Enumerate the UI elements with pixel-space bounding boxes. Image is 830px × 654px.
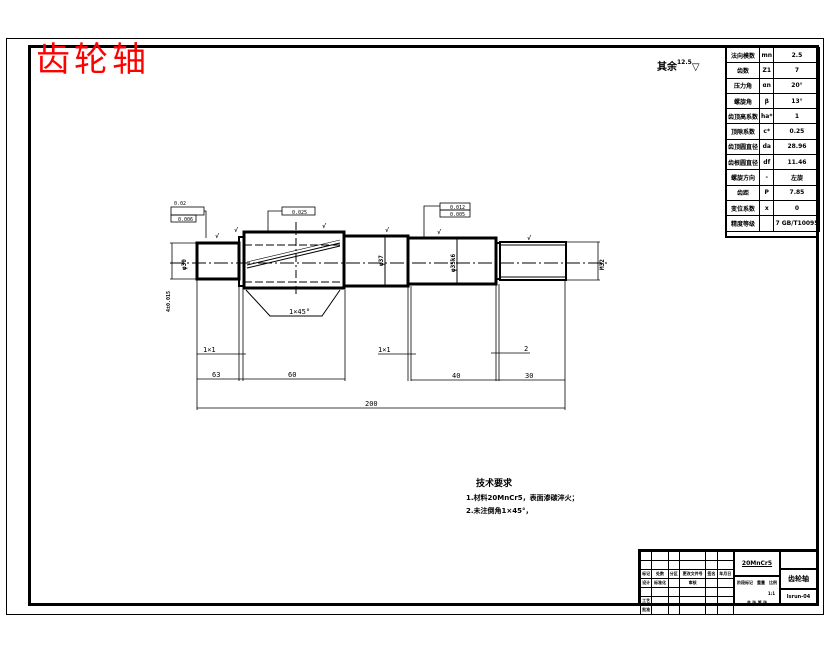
roughness-note-label: 其余: [657, 62, 677, 73]
dim-dia-left: φ30: [181, 259, 188, 270]
revision-grid: 标记处数分区更改文件号签名年月日 设计标准化审核 工艺 批准: [639, 551, 735, 615]
material-field: 20MnCr5: [734, 551, 780, 576]
tol-left-flatness: 0.006: [178, 217, 193, 223]
stage-weight-scale: 阶段标记 重量 比例 1:1 共 张 第 张: [734, 576, 780, 605]
dim-len-total: 200: [365, 400, 378, 408]
dim-len-thread: 30: [525, 372, 533, 380]
svg-text:√: √: [215, 233, 220, 240]
dim-thread: M32: [599, 259, 606, 270]
svg-text:√: √: [385, 227, 390, 234]
left-journal: [195, 241, 241, 281]
tol-left-runout: 0.02: [174, 201, 186, 207]
technical-requirements: 技术要求 1.材料20MnCr5，表面渗碳淬火； 2.未注倒角1×45°，: [466, 478, 579, 518]
gear-section: [242, 230, 346, 290]
svg-text:√: √: [527, 235, 532, 242]
svg-text:√: √: [437, 229, 442, 236]
dim-gear-chamfer: 1×45°: [289, 308, 310, 316]
tech-req-item-2: 2.未注倒角1×45°，: [466, 507, 533, 515]
parameter-row: 精度等级 7 GB/T10095: [725, 215, 821, 232]
part-name-field: 齿轮轴: [780, 569, 817, 589]
parameter-symbol: [758, 215, 775, 232]
svg-text:√: √: [322, 223, 327, 230]
parameter-value: 7 GB/T10095: [773, 215, 821, 232]
gear-tooth-profile: [245, 289, 341, 317]
tech-req-heading: 技术要求: [476, 479, 513, 489]
general-roughness-note: 其余12.5▽: [657, 58, 700, 73]
dim-len-gear: 60: [288, 371, 296, 379]
dim-chamfer-right: 2: [524, 345, 528, 353]
tol-right-runout: 0.012: [450, 205, 465, 211]
roughness-note-value: 12.5: [677, 59, 692, 66]
parameter-name: 精度等级: [725, 215, 761, 232]
dim-chamfer-left: 1×1: [203, 346, 216, 354]
tol-right-flatness: 0.005: [450, 212, 465, 218]
dim-chamfer-mid: 1×1: [378, 346, 391, 354]
thread-section: [499, 241, 567, 281]
dim-len-bearing: 40: [452, 372, 460, 380]
middle-shoulder: [342, 234, 410, 288]
title-block: 标记处数分区更改文件号签名年月日 设计标准化审核 工艺 批准 20MnCr5 阶…: [638, 549, 817, 615]
dim-len-left: 63: [212, 371, 220, 379]
drawing-title: 齿轮轴: [36, 40, 150, 80]
dim-keyway: 4±0.015: [166, 291, 172, 312]
parameter-symbol: df: [758, 154, 775, 171]
outer-border: [6, 38, 824, 615]
tol-gear-runout: 0.025: [292, 210, 307, 216]
parameter-symbol: β: [758, 92, 775, 110]
svg-text:√: √: [234, 227, 239, 234]
dim-dia-bearing: φ35k6: [450, 254, 457, 272]
title-block-blank: [780, 551, 817, 569]
parameter-symbol: c*: [758, 123, 775, 140]
dim-dia-mid: φ37: [378, 255, 385, 266]
drawing-code-field: Isrun-04: [780, 589, 817, 605]
drawing-frame: [28, 45, 819, 606]
tech-req-item-1: 1.材料20MnCr5，表面渗碳淬火；: [466, 494, 579, 502]
roughness-symbol-icon: ▽: [691, 62, 700, 73]
